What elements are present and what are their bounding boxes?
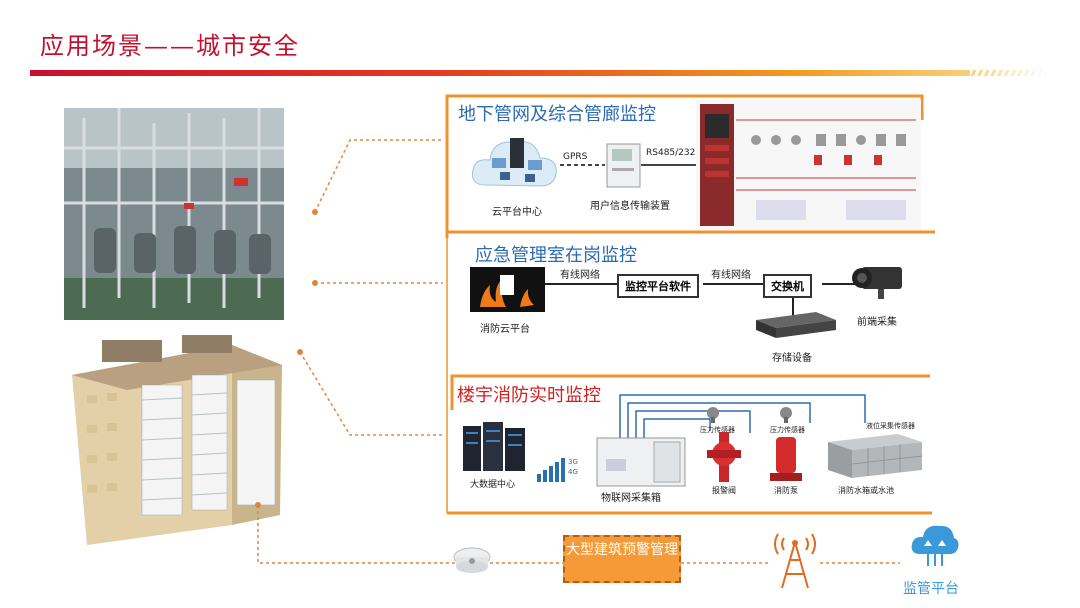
emergency-section-title: 应急管理室在岗监控: [475, 245, 637, 266]
rs485-link-line: [641, 164, 696, 166]
cloud-platform-icon: [472, 138, 557, 187]
signal-4g-label: 4G: [568, 468, 578, 476]
transmission-device-icon: [606, 143, 641, 188]
iot-collection-box-icon: [596, 437, 686, 487]
transmission-device-label: 用户信息传输装置: [590, 201, 670, 212]
signal-tower-icon: [774, 533, 816, 589]
supervision-platform-label: 监管平台: [903, 581, 959, 597]
smoke-detector-icon: [453, 547, 491, 573]
level-sensor-label: 液位采集传感器: [866, 422, 915, 430]
water-tank-icon: [828, 434, 923, 478]
storage-device-icon: [756, 312, 836, 338]
gprs-label: GPRS: [563, 152, 588, 162]
signal-3g-label: 3G: [568, 458, 578, 466]
storage-device-label: 存储设备: [772, 353, 812, 364]
cloud-upload-icon: [911, 525, 959, 566]
fire-control-system-diagram: [696, 100, 921, 230]
fire-pump-label: 消防泵: [774, 486, 798, 495]
signal-bars-icon: [537, 458, 565, 482]
page-title: 应用场景——城市安全: [40, 32, 300, 60]
alarm-valve-label: 报警阀: [712, 486, 736, 495]
pressure-sensor-icon-1: [707, 407, 719, 423]
big-data-center-icon: [463, 422, 525, 471]
sensor-wiring-lines: [619, 394, 866, 443]
large-building-warning-box: 大型建筑预警管理: [563, 535, 681, 583]
switch-box: 交换机: [763, 274, 812, 298]
fire-cloud-platform-label: 消防云平台: [480, 324, 530, 335]
pressure-sensor-icon-2: [780, 407, 792, 423]
pressure-sensor-label-1: 压力传感器: [700, 426, 735, 434]
header-divider: [30, 70, 1050, 76]
emergency-network-lines: [545, 283, 855, 317]
fire-pump-icon: [770, 437, 802, 481]
iot-collection-box-label: 物联网采集箱: [601, 493, 661, 504]
monitoring-software-box: 监控平台软件: [617, 274, 699, 298]
pressure-sensor-label-2: 压力传感器: [770, 426, 805, 434]
rs485-label: RS485/232: [646, 148, 696, 158]
fire-cloud-platform-icon: [470, 267, 545, 312]
camera-label: 前端采集: [857, 317, 897, 328]
camera-icon: [852, 267, 902, 299]
building-illustration: [72, 335, 282, 545]
underground-section-title: 地下管网及综合管廊监控: [458, 104, 656, 125]
water-tank-label: 消防水箱或水池: [838, 486, 894, 495]
gprs-link-line: [560, 164, 605, 166]
alarm-valve-icon: [707, 432, 741, 482]
factory-photo: [64, 108, 284, 320]
big-data-center-label: 大数据中心: [470, 480, 516, 490]
wired-network-label-2: 有线网络: [711, 270, 751, 281]
cloud-platform-label: 云平台中心: [492, 207, 542, 218]
wired-network-label-1: 有线网络: [560, 270, 600, 281]
building-section-title: 楼宇消防实时监控: [457, 385, 601, 406]
